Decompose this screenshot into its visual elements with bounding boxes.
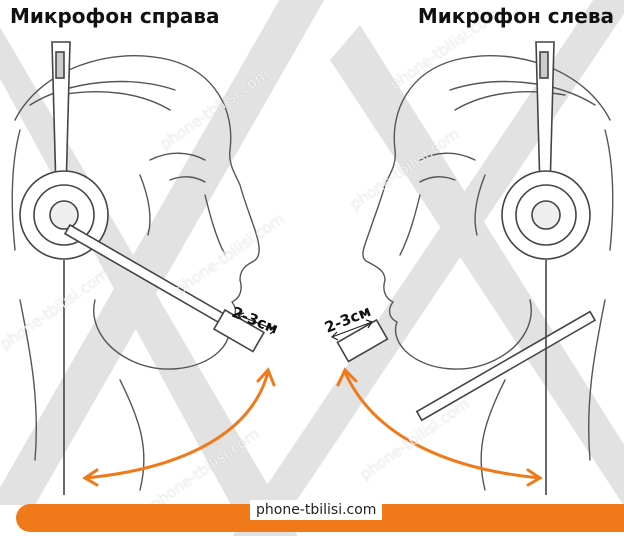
title-mic-left: Микрофон слева <box>417 4 614 28</box>
right-swing-arrow <box>343 370 542 480</box>
right-headset <box>336 41 597 495</box>
right-face-illustration <box>362 55 614 491</box>
distance-arrows <box>236 312 373 341</box>
site-label: phone-tbilisi.com <box>250 500 383 520</box>
left-headset <box>19 41 266 495</box>
swing-arrows <box>82 367 543 487</box>
left-swing-arrow <box>83 370 270 480</box>
title-mic-right: Микрофон справа <box>10 4 220 28</box>
left-face-illustration <box>11 55 260 491</box>
